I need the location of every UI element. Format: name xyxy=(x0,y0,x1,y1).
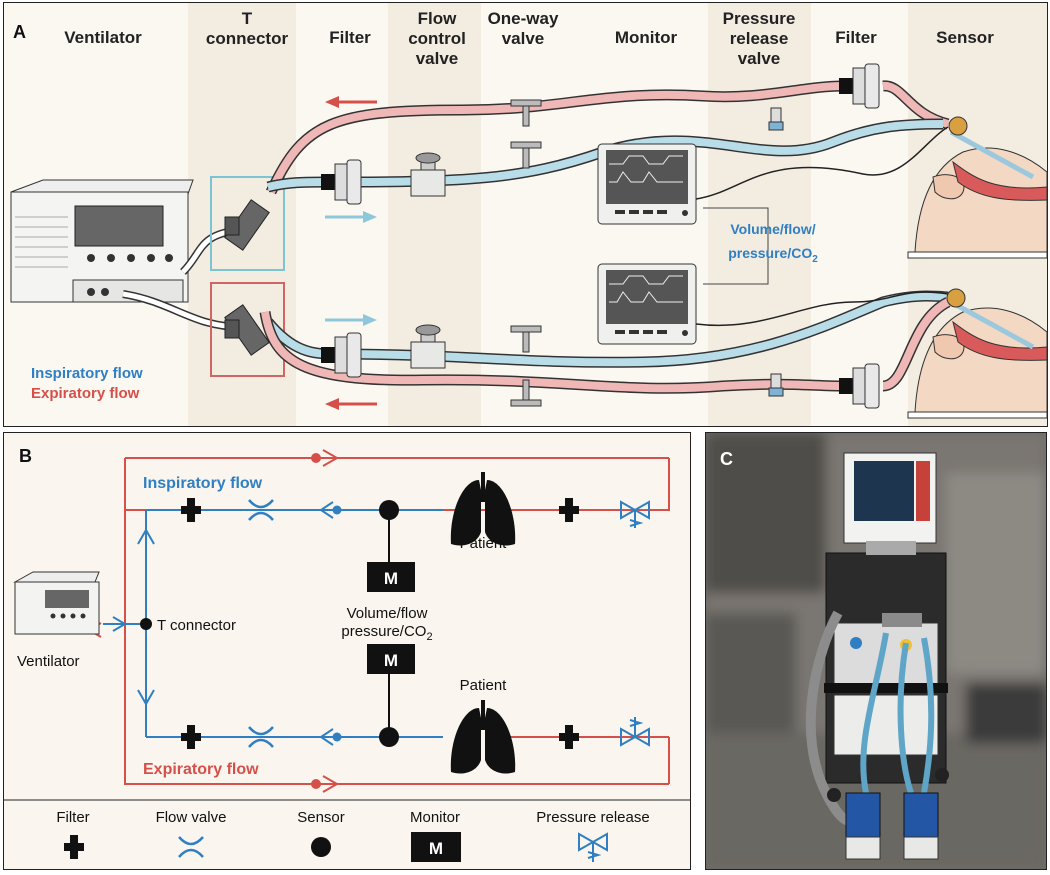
monitor-box-icon xyxy=(367,562,415,674)
filter-icon xyxy=(181,498,579,749)
expiratory-flow-label: Expiratory flow xyxy=(143,761,259,778)
legend-flow-valve-icon xyxy=(178,836,204,858)
one-way-valve-exp-icon xyxy=(322,449,340,793)
t-connector-label: T connector xyxy=(157,617,236,634)
patient-label-bottom: Patient xyxy=(460,677,508,694)
patient-bottom-illustration xyxy=(907,288,1048,419)
monitor-top-icon xyxy=(597,143,697,225)
legend-monitor-icon: M xyxy=(411,832,461,862)
ventilator-illustration xyxy=(10,179,194,303)
panel-a-letter: A xyxy=(13,22,26,42)
pressure-release-valve-icon xyxy=(768,107,784,397)
lungs-icon xyxy=(450,472,516,774)
flow-arrow-icon xyxy=(325,96,377,410)
filter-bottom-icon xyxy=(321,332,362,378)
col-pressure-release-3: valve xyxy=(738,49,781,68)
monitor-symbol-bottom: M xyxy=(384,651,398,670)
col-monitor: Monitor xyxy=(615,28,678,47)
patient-top-illustration xyxy=(907,116,1048,259)
t-connector-bottom-icon xyxy=(224,304,270,356)
monitor-label-line-2: pressure/CO2 xyxy=(728,245,818,265)
legend-sensor-label: Sensor xyxy=(297,809,345,826)
col-t-connector-1: T xyxy=(242,9,253,28)
monitor-text-line-1: Volume/flow xyxy=(347,605,428,622)
col-flow-control-1: Flow xyxy=(418,9,457,28)
monitor-bottom-icon xyxy=(597,263,697,345)
legend-filter-icon xyxy=(64,835,84,859)
panel-b-letter: B xyxy=(19,446,32,466)
legend-inspiratory-flow: Inspiratory flow xyxy=(31,365,143,382)
panel-c-letter: C xyxy=(720,449,733,469)
flow-direction-arrows xyxy=(112,527,155,707)
monitor-symbol-top: M xyxy=(384,569,398,588)
one-way-valve-icon xyxy=(510,99,542,407)
col-t-connector-2: connector xyxy=(206,29,289,48)
t-connector-top-icon xyxy=(224,199,270,251)
col-flow-control-2: control xyxy=(408,29,466,48)
col-pressure-release-1: Pressure xyxy=(723,9,796,28)
patient-label-top: Patient xyxy=(460,535,508,552)
col-flow-control-3: valve xyxy=(416,49,459,68)
legend-flow-valve-label: Flow valve xyxy=(156,809,227,826)
flow-control-valve-top-icon xyxy=(410,152,446,197)
legend-filter-label: Filter xyxy=(56,809,89,826)
legend-expiratory-flow: Expiratory flow xyxy=(31,385,140,402)
ventilator-label: Ventilator xyxy=(17,653,80,670)
filter-exp-bottom-icon xyxy=(839,363,880,409)
legend-pressure-release-label: Pressure release xyxy=(536,809,649,826)
inspiratory-flow-label: Inspiratory flow xyxy=(143,475,263,492)
panel-a-circuit-illustration: A Ventilator T connector Filter Flow con… xyxy=(3,2,1048,427)
one-way-valve-insp-icon xyxy=(319,501,334,746)
flow-control-valve-bottom-icon xyxy=(410,324,446,369)
panel-b-schematic: B xyxy=(3,432,691,870)
ventilator-photo-illustration xyxy=(805,452,949,860)
legend-monitor-label: Monitor xyxy=(410,809,460,826)
filter-top-icon xyxy=(321,159,362,205)
col-pressure-release-2: release xyxy=(730,29,789,48)
filter-exp-top-icon xyxy=(839,63,880,109)
col-one-way-1: One-way xyxy=(488,9,559,28)
col-one-way-2: valve xyxy=(502,29,545,48)
sensor-exp-icon xyxy=(311,453,321,789)
col-ventilator: Ventilator xyxy=(64,28,142,47)
col-filter-1: Filter xyxy=(329,28,371,47)
monitor-label-line-1: Volume/flow/ xyxy=(730,221,815,237)
legend-sensor-icon xyxy=(311,837,331,857)
svg-text:M: M xyxy=(429,839,443,858)
pressure-release-valve-icon xyxy=(620,500,650,747)
panel-c-photo: C xyxy=(705,432,1047,870)
t-connector-node-icon xyxy=(140,618,152,630)
legend-pressure-release-icon xyxy=(578,832,608,862)
flow-valve-icon xyxy=(248,499,274,748)
col-filter-2: Filter xyxy=(835,28,877,47)
col-sensor: Sensor xyxy=(936,28,994,47)
ventilator-small-icon xyxy=(13,571,100,635)
monitor-text-line-2: pressure/CO2 xyxy=(341,623,432,643)
